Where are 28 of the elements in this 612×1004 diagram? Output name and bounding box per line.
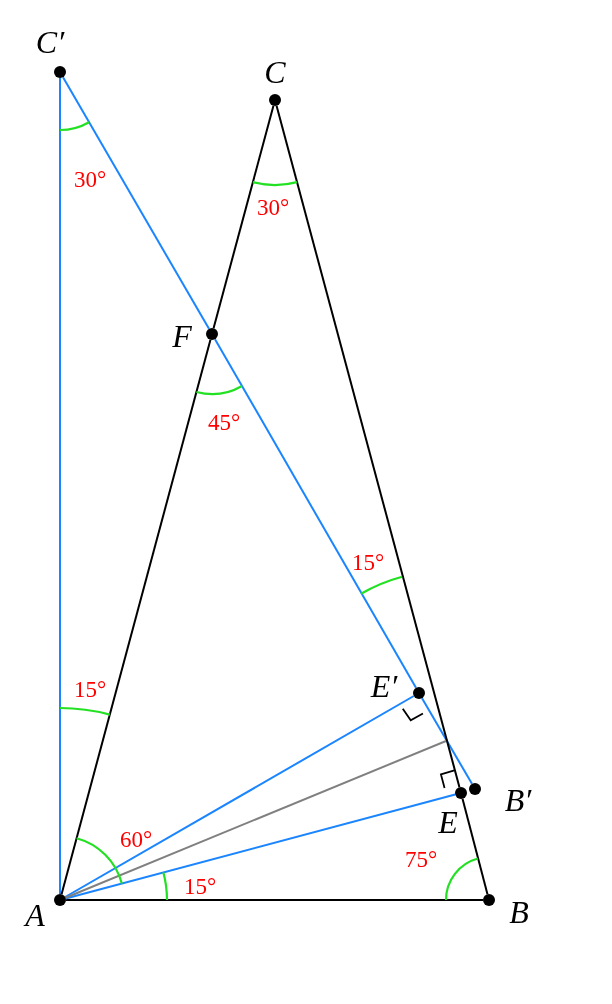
angle-label: 30° xyxy=(256,196,290,220)
angle-label: 15° xyxy=(183,875,217,899)
line-segment xyxy=(421,697,473,785)
angle-label: 15° xyxy=(73,678,107,702)
angle-label: 75° xyxy=(404,848,438,872)
angle-label: 60° xyxy=(119,828,153,852)
point-label: F xyxy=(172,319,192,353)
line-segment xyxy=(212,104,275,330)
line-segment xyxy=(59,77,61,895)
line-segment xyxy=(60,338,212,896)
point-label: B′ xyxy=(504,783,532,817)
angle-label: 30° xyxy=(73,168,107,192)
line-segment xyxy=(62,76,210,330)
line-segment xyxy=(64,695,415,898)
point-label: C xyxy=(264,55,286,89)
line-segment xyxy=(461,797,489,896)
line-segment xyxy=(214,338,417,689)
line-segment xyxy=(64,740,447,899)
line-segment xyxy=(65,899,484,901)
angle-label: 45° xyxy=(207,411,241,435)
angle-label: 15° xyxy=(351,551,385,575)
point-label: E′ xyxy=(370,669,398,703)
point-label: E xyxy=(438,805,458,839)
line-segment xyxy=(275,104,461,789)
point-label: C′ xyxy=(35,25,65,59)
point-label: B xyxy=(509,895,529,929)
point-label: A xyxy=(25,898,45,932)
line-segment xyxy=(64,793,457,900)
